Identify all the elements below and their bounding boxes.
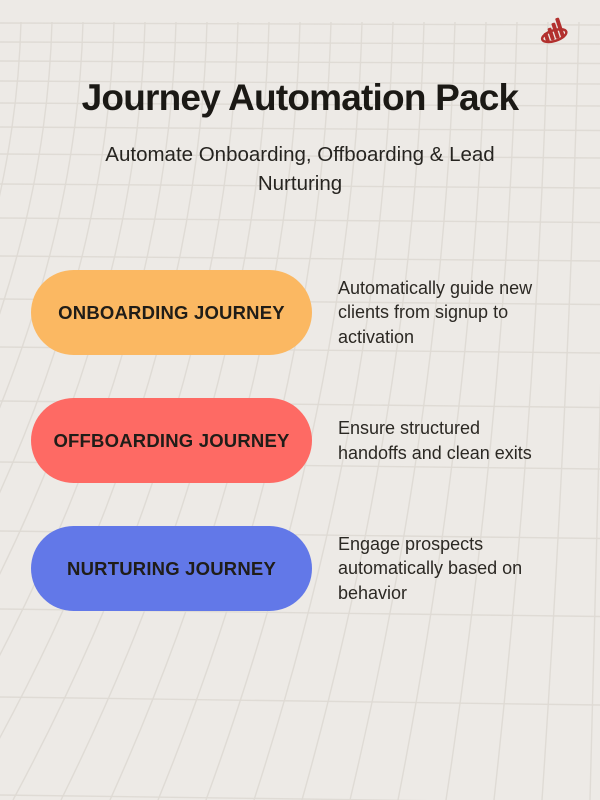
nurturing-journey-pill[interactable]: NURTURING JOURNEY xyxy=(31,526,312,611)
journey-row-offboarding: OFFBOARDING JOURNEY Ensure structured ha… xyxy=(31,398,582,483)
offboarding-journey-pill[interactable]: OFFBOARDING JOURNEY xyxy=(31,398,312,483)
growth-chart-logo-icon xyxy=(540,17,568,44)
nurturing-journey-description: Engage prospects automatically based on … xyxy=(338,533,523,603)
journey-row-onboarding: ONBOARDING JOURNEY Automatically guide n… xyxy=(31,270,582,355)
onboarding-journey-pill[interactable]: ONBOARDING JOURNEY xyxy=(31,270,312,355)
page-subtitle: Automate Onboarding, Offboarding & Lead … xyxy=(105,142,495,195)
header: Journey Automation Pack Automate Onboard… xyxy=(0,76,600,198)
journey-row-nurturing: NURTURING JOURNEY Engage prospects autom… xyxy=(31,526,582,611)
page-title: Journey Automation Pack xyxy=(81,77,519,118)
journey-list: ONBOARDING JOURNEY Automatically guide n… xyxy=(31,270,582,611)
onboarding-journey-description: Automatically guide new clients from sig… xyxy=(338,277,533,347)
offboarding-journey-description: Ensure structured handoffs and clean exi… xyxy=(338,417,532,463)
